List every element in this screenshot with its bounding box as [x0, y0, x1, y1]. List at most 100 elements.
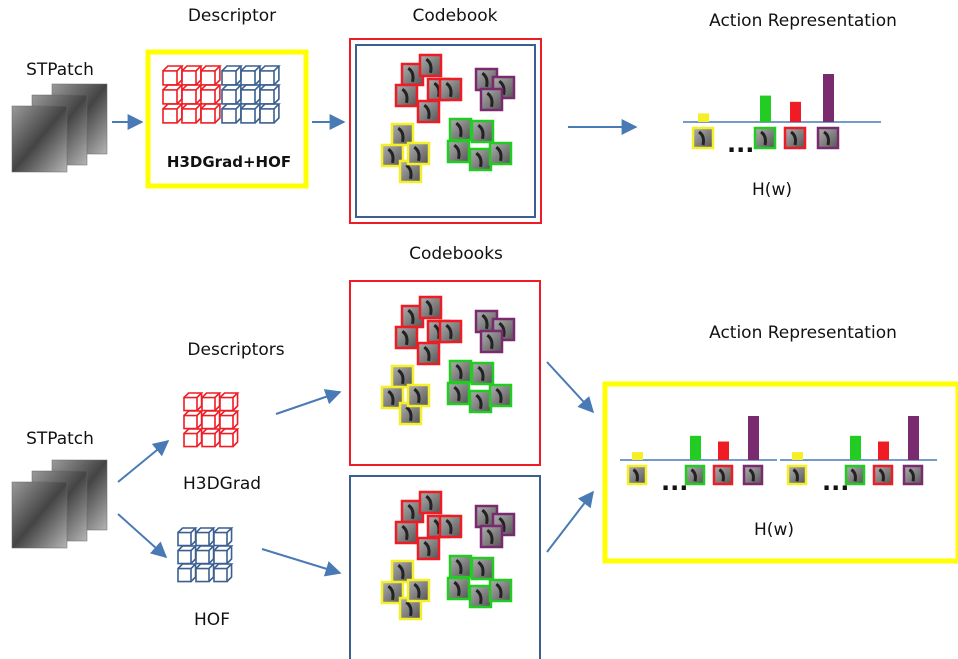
histogram-bar	[698, 113, 709, 122]
red-cube	[183, 392, 204, 412]
red-cube	[162, 65, 184, 86]
blue-cube	[240, 84, 262, 105]
blue-cube	[259, 65, 281, 86]
bottom-arrow-h3dgrad-to-codebook	[275, 389, 342, 415]
bottom-arrow-to-hof	[117, 513, 168, 559]
codeword-thumbnail	[470, 361, 495, 386]
blue-cube	[221, 65, 243, 86]
codeword-thumbnail	[418, 490, 443, 515]
codeword-thumbnail	[742, 464, 764, 486]
blue-cube	[213, 527, 234, 547]
histogram-bar	[718, 441, 729, 460]
h3dgrad-cubes	[183, 392, 240, 448]
hof-cubes	[177, 527, 234, 583]
blue-cube	[177, 527, 198, 547]
bottom-histogram-1	[620, 416, 777, 486]
h3dgrad-label: H3DGrad	[182, 474, 262, 494]
codeword-thumbnail	[479, 524, 504, 549]
red-cube	[183, 428, 204, 448]
top-histogram-label: H(w)	[752, 180, 792, 200]
red-cube	[201, 392, 222, 412]
red-cube	[181, 84, 203, 105]
blue-cube	[221, 103, 243, 124]
bottom-codebooks-label: Codebooks	[409, 244, 503, 264]
codeword-thumbnail	[470, 556, 495, 581]
histogram-bar	[792, 452, 803, 460]
top-codebook-outer-box	[349, 38, 542, 224]
codeword-thumbnail	[448, 359, 473, 384]
histogram-bar	[748, 416, 759, 460]
bottom-codebook-2-clusters	[380, 490, 516, 621]
bottom-histogram-2	[780, 416, 937, 486]
codeword-thumbnail	[691, 126, 715, 150]
red-cube	[201, 410, 222, 430]
bottom-action-highlight-box	[602, 381, 958, 564]
codeword-thumbnail	[380, 580, 405, 605]
top-codebook-inner-box	[355, 44, 536, 218]
codeword-thumbnail	[479, 87, 504, 112]
codeword-thumbnail	[438, 77, 463, 102]
codeword-thumbnail	[394, 83, 419, 108]
histogram-bar	[690, 435, 701, 460]
bottom-arrow-codebook2-to-action	[546, 490, 594, 553]
top-descriptor-cubes	[162, 65, 281, 124]
codeword-thumbnail	[753, 126, 777, 150]
codeword-thumbnail	[470, 119, 495, 144]
red-cube	[219, 410, 240, 430]
top-stpatch-image	[11, 83, 108, 173]
codeword-thumbnail	[712, 464, 734, 486]
codeword-thumbnail	[398, 159, 423, 184]
codeword-thumbnail	[844, 464, 866, 486]
codeword-thumbnail	[418, 53, 443, 78]
top-stpatch-label: STPatch	[26, 60, 94, 80]
bottom-arrow-codebook1-to-action	[546, 361, 595, 414]
top-ellipsis: ...	[727, 130, 755, 158]
codeword-thumbnail	[390, 122, 415, 147]
codeword-thumbnail	[438, 319, 463, 344]
codeword-thumbnail	[872, 464, 894, 486]
red-cube	[181, 103, 203, 124]
blue-cube	[195, 545, 216, 565]
histogram-bar	[878, 441, 889, 460]
top-histogram	[683, 74, 881, 150]
bottom-histogram-label: H(w)	[754, 520, 794, 540]
red-cube	[162, 84, 184, 105]
blue-cube	[195, 527, 216, 547]
blue-cube	[259, 103, 281, 124]
codeword-thumbnail	[468, 584, 493, 609]
blue-cube	[221, 84, 243, 105]
bottom-codebook-red-box	[349, 280, 541, 466]
histogram-bar	[632, 452, 643, 460]
codeword-thumbnail	[416, 536, 441, 561]
bottom-ellipsis-2: ...	[822, 468, 850, 496]
blue-cube	[213, 563, 234, 583]
blue-cube	[240, 103, 262, 124]
codeword-thumbnail	[394, 520, 419, 545]
codeword-thumbnail	[448, 554, 473, 579]
codeword-thumbnail	[488, 383, 513, 408]
bottom-stpatch-image	[11, 459, 108, 549]
codeword-thumbnail	[626, 464, 648, 486]
codeword-thumbnail	[416, 99, 441, 124]
blue-cube	[177, 545, 198, 565]
codeword-thumbnail	[479, 329, 504, 354]
histogram-bar	[908, 416, 919, 460]
codeword-thumbnail	[448, 117, 473, 142]
blue-cube	[213, 545, 234, 565]
histogram-bar	[790, 101, 801, 122]
codeword-thumbnail	[380, 385, 405, 410]
codeword-thumbnail	[416, 341, 441, 366]
bottom-codebook-blue-box	[349, 475, 541, 659]
red-cube	[200, 84, 222, 105]
codeword-thumbnail	[398, 401, 423, 426]
codeword-thumbnail	[783, 126, 807, 150]
codeword-thumbnail	[418, 295, 443, 320]
top-descriptor-highlight-box	[145, 49, 309, 189]
histogram-bar	[760, 95, 771, 122]
blue-cube	[240, 65, 262, 86]
red-cube	[219, 392, 240, 412]
histogram-bar	[823, 74, 834, 122]
codeword-thumbnail	[446, 139, 471, 164]
red-cube	[200, 103, 222, 124]
codeword-thumbnail	[394, 325, 419, 350]
